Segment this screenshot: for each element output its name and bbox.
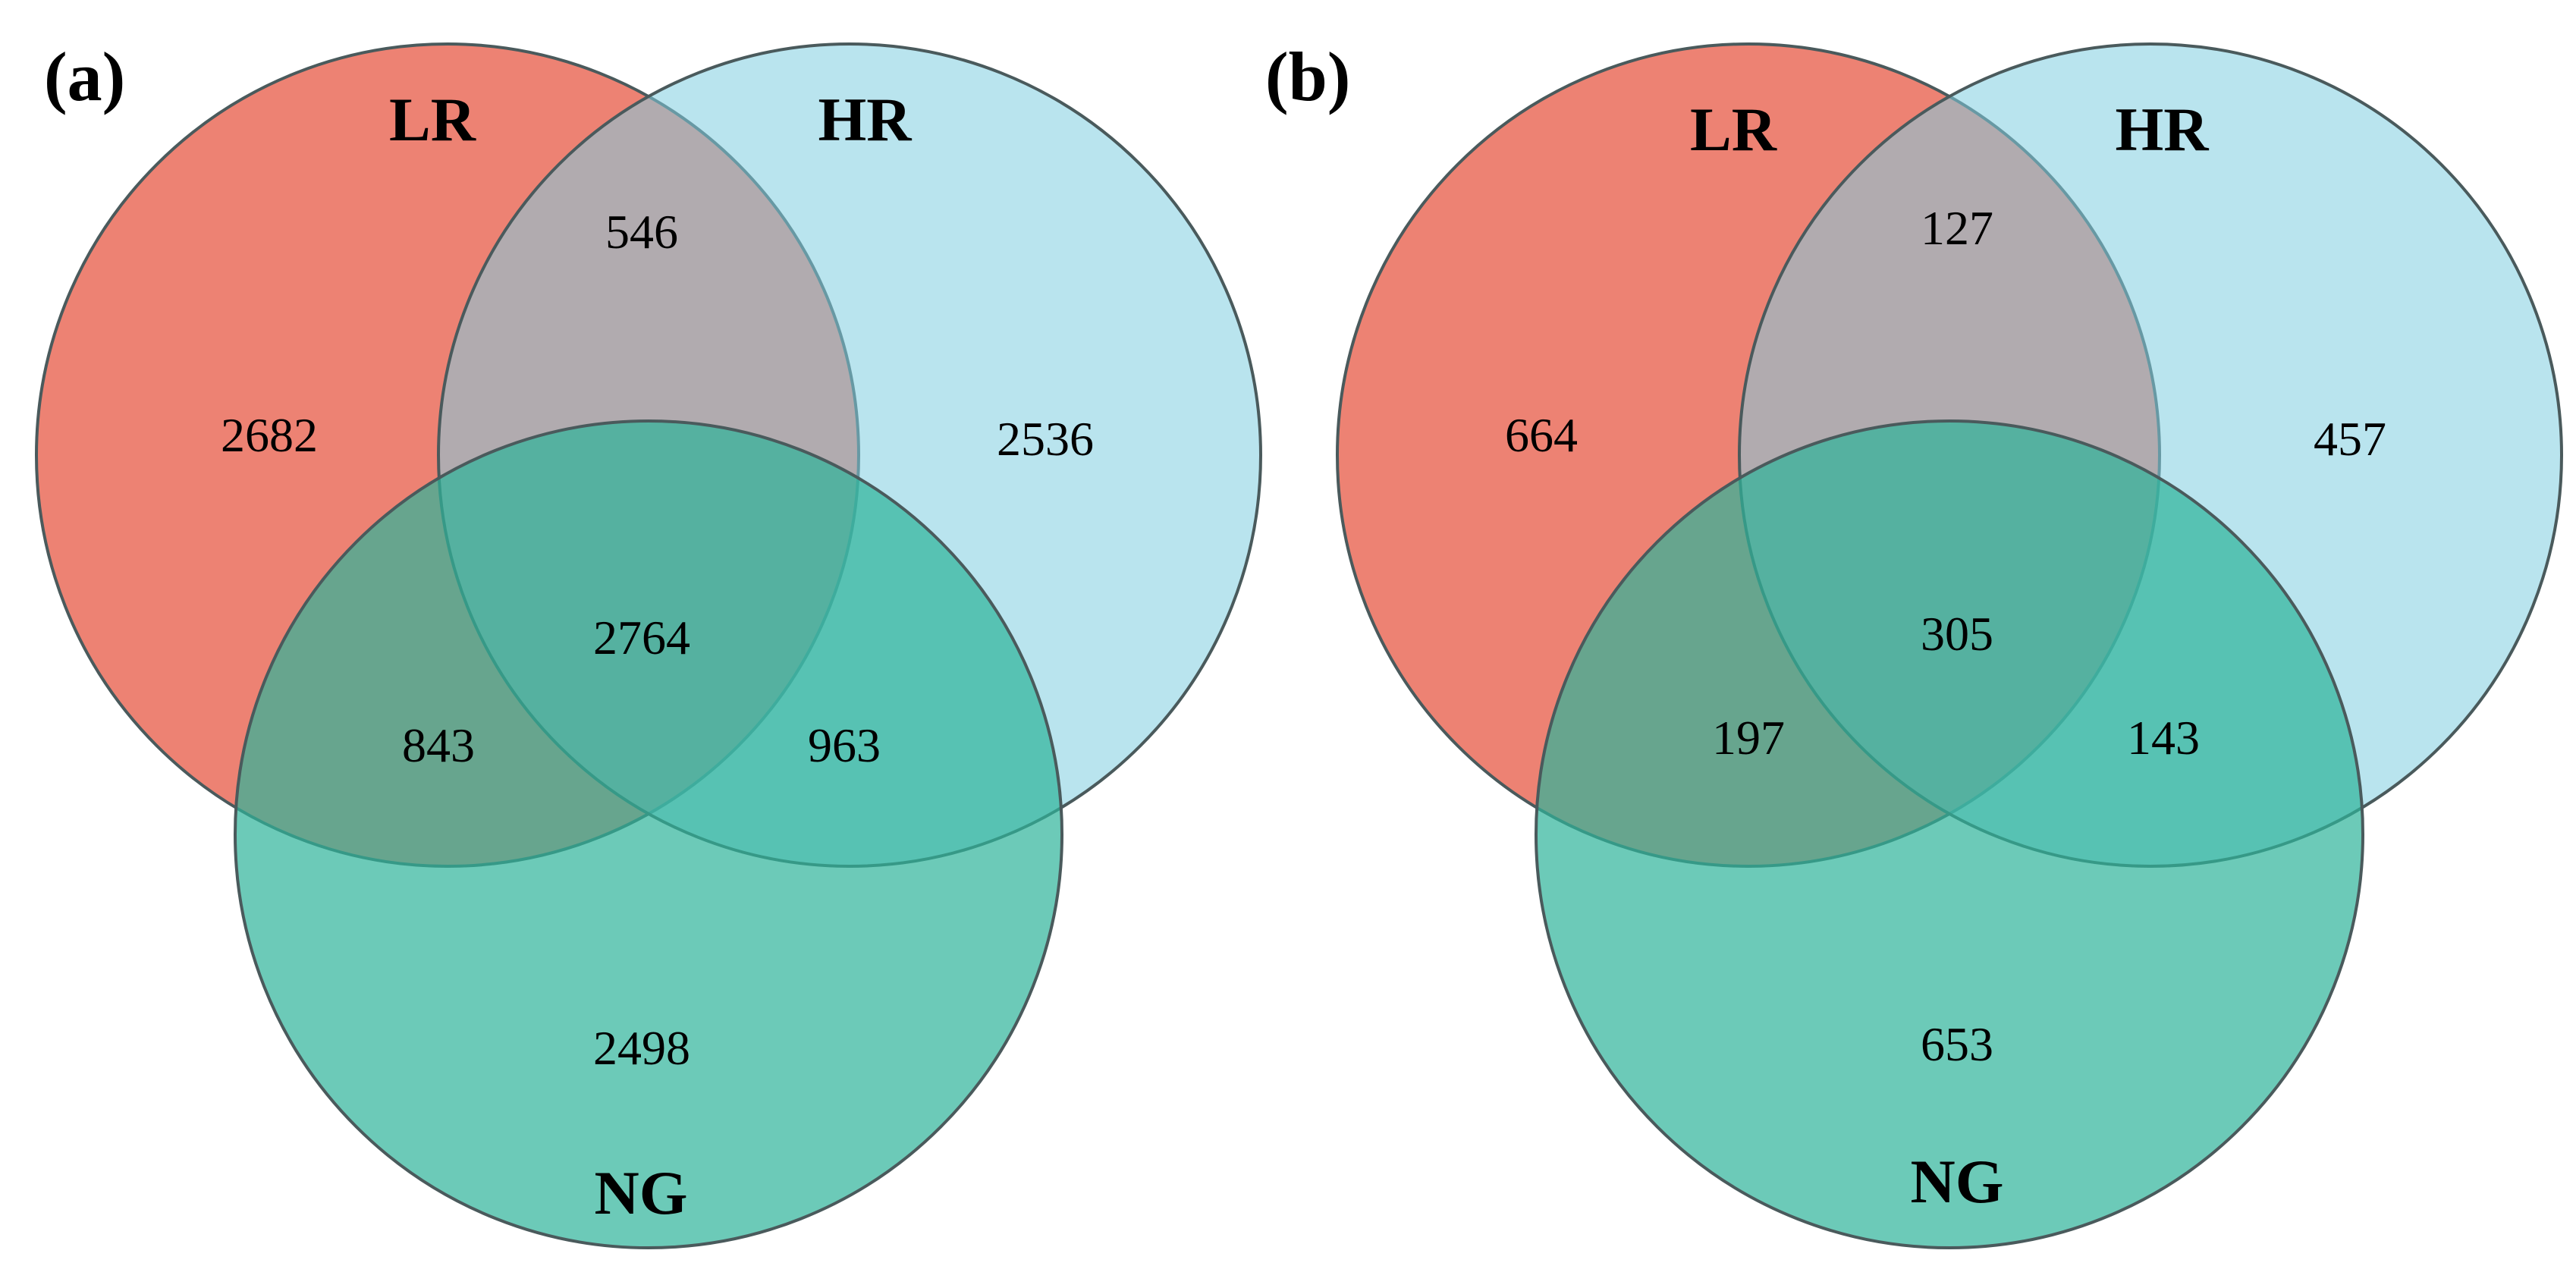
panel-a-lr-hr-count: 546	[605, 205, 678, 259]
panel-b: (b) LR HR NG 664 457 127 305 197 143 653	[1265, 38, 2563, 1249]
panel-a-lr-only-count: 2682	[221, 408, 318, 462]
panel-a-ng-circle	[234, 419, 1063, 1249]
panel-a-lr-ng-count: 843	[402, 718, 475, 772]
panel-b-ng-only-count: 653	[1921, 1017, 1993, 1071]
panel-b-label: (b)	[1265, 38, 1350, 115]
panel-b-lr-label: LR	[1690, 95, 1777, 164]
panel-a-ng-only-count: 2498	[593, 1021, 690, 1075]
panel-b-ng-label: NG	[1911, 1147, 2004, 1216]
panel-b-lr-only-count: 664	[1505, 408, 1578, 462]
panel-a-ng-label: NG	[595, 1158, 688, 1227]
panel-b-hr-ng-count: 143	[2127, 711, 2200, 765]
panel-a-hr-label: HR	[818, 85, 913, 154]
panel-a-all-count: 2764	[593, 611, 690, 664]
panel-b-all-count: 305	[1921, 607, 1993, 661]
panel-a-hr-only-count: 2536	[997, 412, 1094, 466]
panel-b-hr-only-count: 457	[2314, 412, 2386, 466]
panel-a-lr-label: LR	[389, 85, 476, 154]
panel-a-label: (a)	[44, 38, 125, 115]
panel-a-hr-ng-count: 963	[808, 718, 881, 772]
panel-b-lr-ng-count: 197	[1712, 711, 1785, 765]
panel-b-ng-circle	[1535, 419, 2364, 1249]
panel-b-hr-label: HR	[2116, 95, 2210, 164]
panel-b-lr-hr-count: 127	[1921, 201, 1993, 255]
panel-a: (a) LR HR NG 2682 2536 546 2764 843 963 …	[35, 38, 1262, 1249]
